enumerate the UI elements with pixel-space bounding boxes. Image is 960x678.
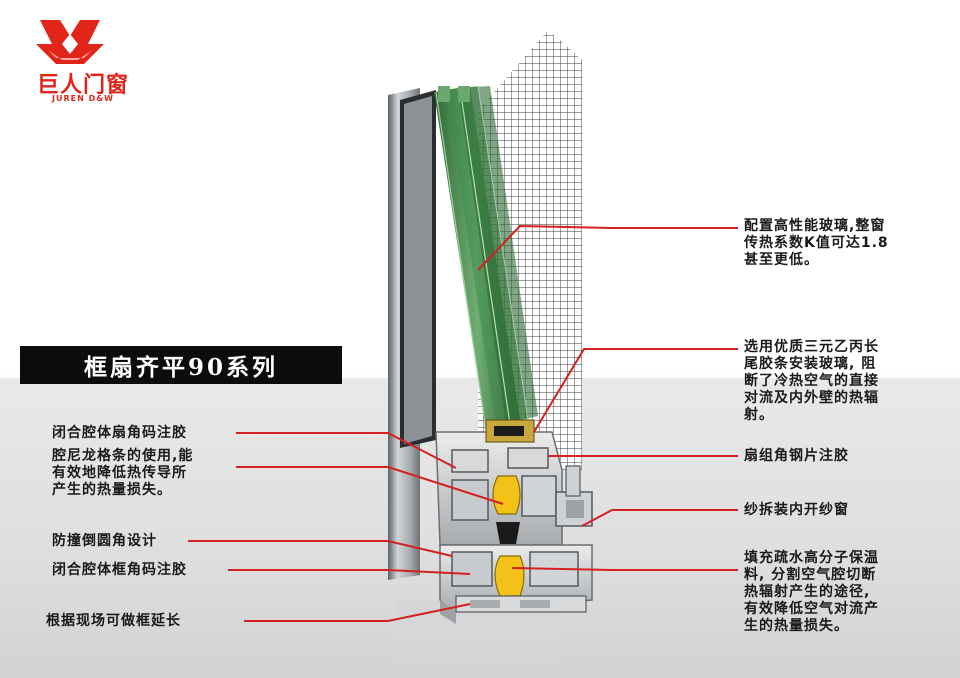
- callout-line: 配置高性能玻璃,整窗: [744, 218, 886, 234]
- callout-left-rounded-corner: 防撞倒圆角设计: [52, 533, 157, 549]
- leader-left-3: [188, 540, 453, 557]
- callout-line: 腔尼龙格条的使用,能: [52, 448, 194, 464]
- callout-line: 生的热量损失。: [744, 618, 849, 634]
- callout-line: 有效地降低热传导所: [52, 465, 187, 481]
- callout-right-screen: 纱拆装内开纱窗: [744, 502, 849, 518]
- leader-right-2: [533, 348, 738, 433]
- leader-left-1: [236, 432, 457, 469]
- callout-leader-lines: [188, 224, 738, 622]
- callout-line: 射。: [744, 407, 774, 423]
- callout-line: 填充疏水高分子保温: [744, 550, 879, 566]
- callout-line: 对流及内外壁的热辐: [744, 390, 879, 406]
- leader-right-5: [511, 567, 738, 571]
- series-title: 框扇齐平90系列: [83, 354, 278, 381]
- callout-left-nylon-strip: 腔尼龙格条的使用,能 有效地降低热传导所 产生的热量损失。: [52, 448, 193, 499]
- leader-left-4: [228, 569, 471, 575]
- callout-right-epdm-gasket: 选用优质三元乙丙长 尾胶条安装玻璃, 阻 断了冷热空气的直接 对流及内外壁的热辐…: [744, 339, 879, 424]
- callout-line: 选用优质三元乙丙长: [744, 339, 879, 355]
- brand-subtitle: JUREN D&W: [51, 94, 115, 103]
- floor-reflection: [395, 600, 560, 678]
- leader-right-1: [477, 224, 738, 271]
- callout-line: 有效降低空气对流产: [744, 601, 879, 617]
- leader-right-4: [581, 509, 738, 527]
- callout-right-insulation-fill: 填充疏水高分子保温 料, 分割空气腔切断 热辐射产生的途径, 有效降低空气对流产…: [744, 550, 879, 635]
- callout-line: 断了冷热空气的直接: [744, 373, 879, 389]
- callout-left-sash-corner-glue: 闭合腔体扇角码注胶: [52, 425, 187, 441]
- callout-line: 产生的热量损失。: [52, 482, 172, 498]
- callout-left-frame-corner-glue: 闭合腔体框角码注胶: [52, 562, 187, 578]
- logo-mark-icon: [36, 20, 104, 64]
- callout-line: 热辐射产生的途径,: [744, 584, 871, 600]
- callout-right-glass: 配置高性能玻璃,整窗 传热系数K值可达1.8 甚至更低。: [744, 218, 889, 269]
- callout-left-frame-extension: 根据现场可做框延长: [46, 613, 181, 629]
- leader-left-5: [244, 603, 471, 622]
- callout-right-steel-corner: 扇组角钢片注胶: [744, 448, 849, 464]
- callout-line: 传热系数K值可达1.8: [744, 235, 889, 251]
- callout-line: 料, 分割空气腔切断: [744, 567, 877, 583]
- brand-logo: 巨人门窗 JUREN D&W: [18, 14, 138, 104]
- brand-name: 巨人门窗: [36, 73, 129, 98]
- callout-line: 尾胶条安装玻璃, 阻: [744, 356, 877, 372]
- insulated-glass-unit: [434, 85, 538, 431]
- outer-frame: [388, 88, 436, 580]
- leader-left-2: [236, 466, 504, 505]
- series-banner: 框扇齐平90系列: [20, 346, 342, 384]
- callout-line: 甚至更低。: [744, 252, 819, 268]
